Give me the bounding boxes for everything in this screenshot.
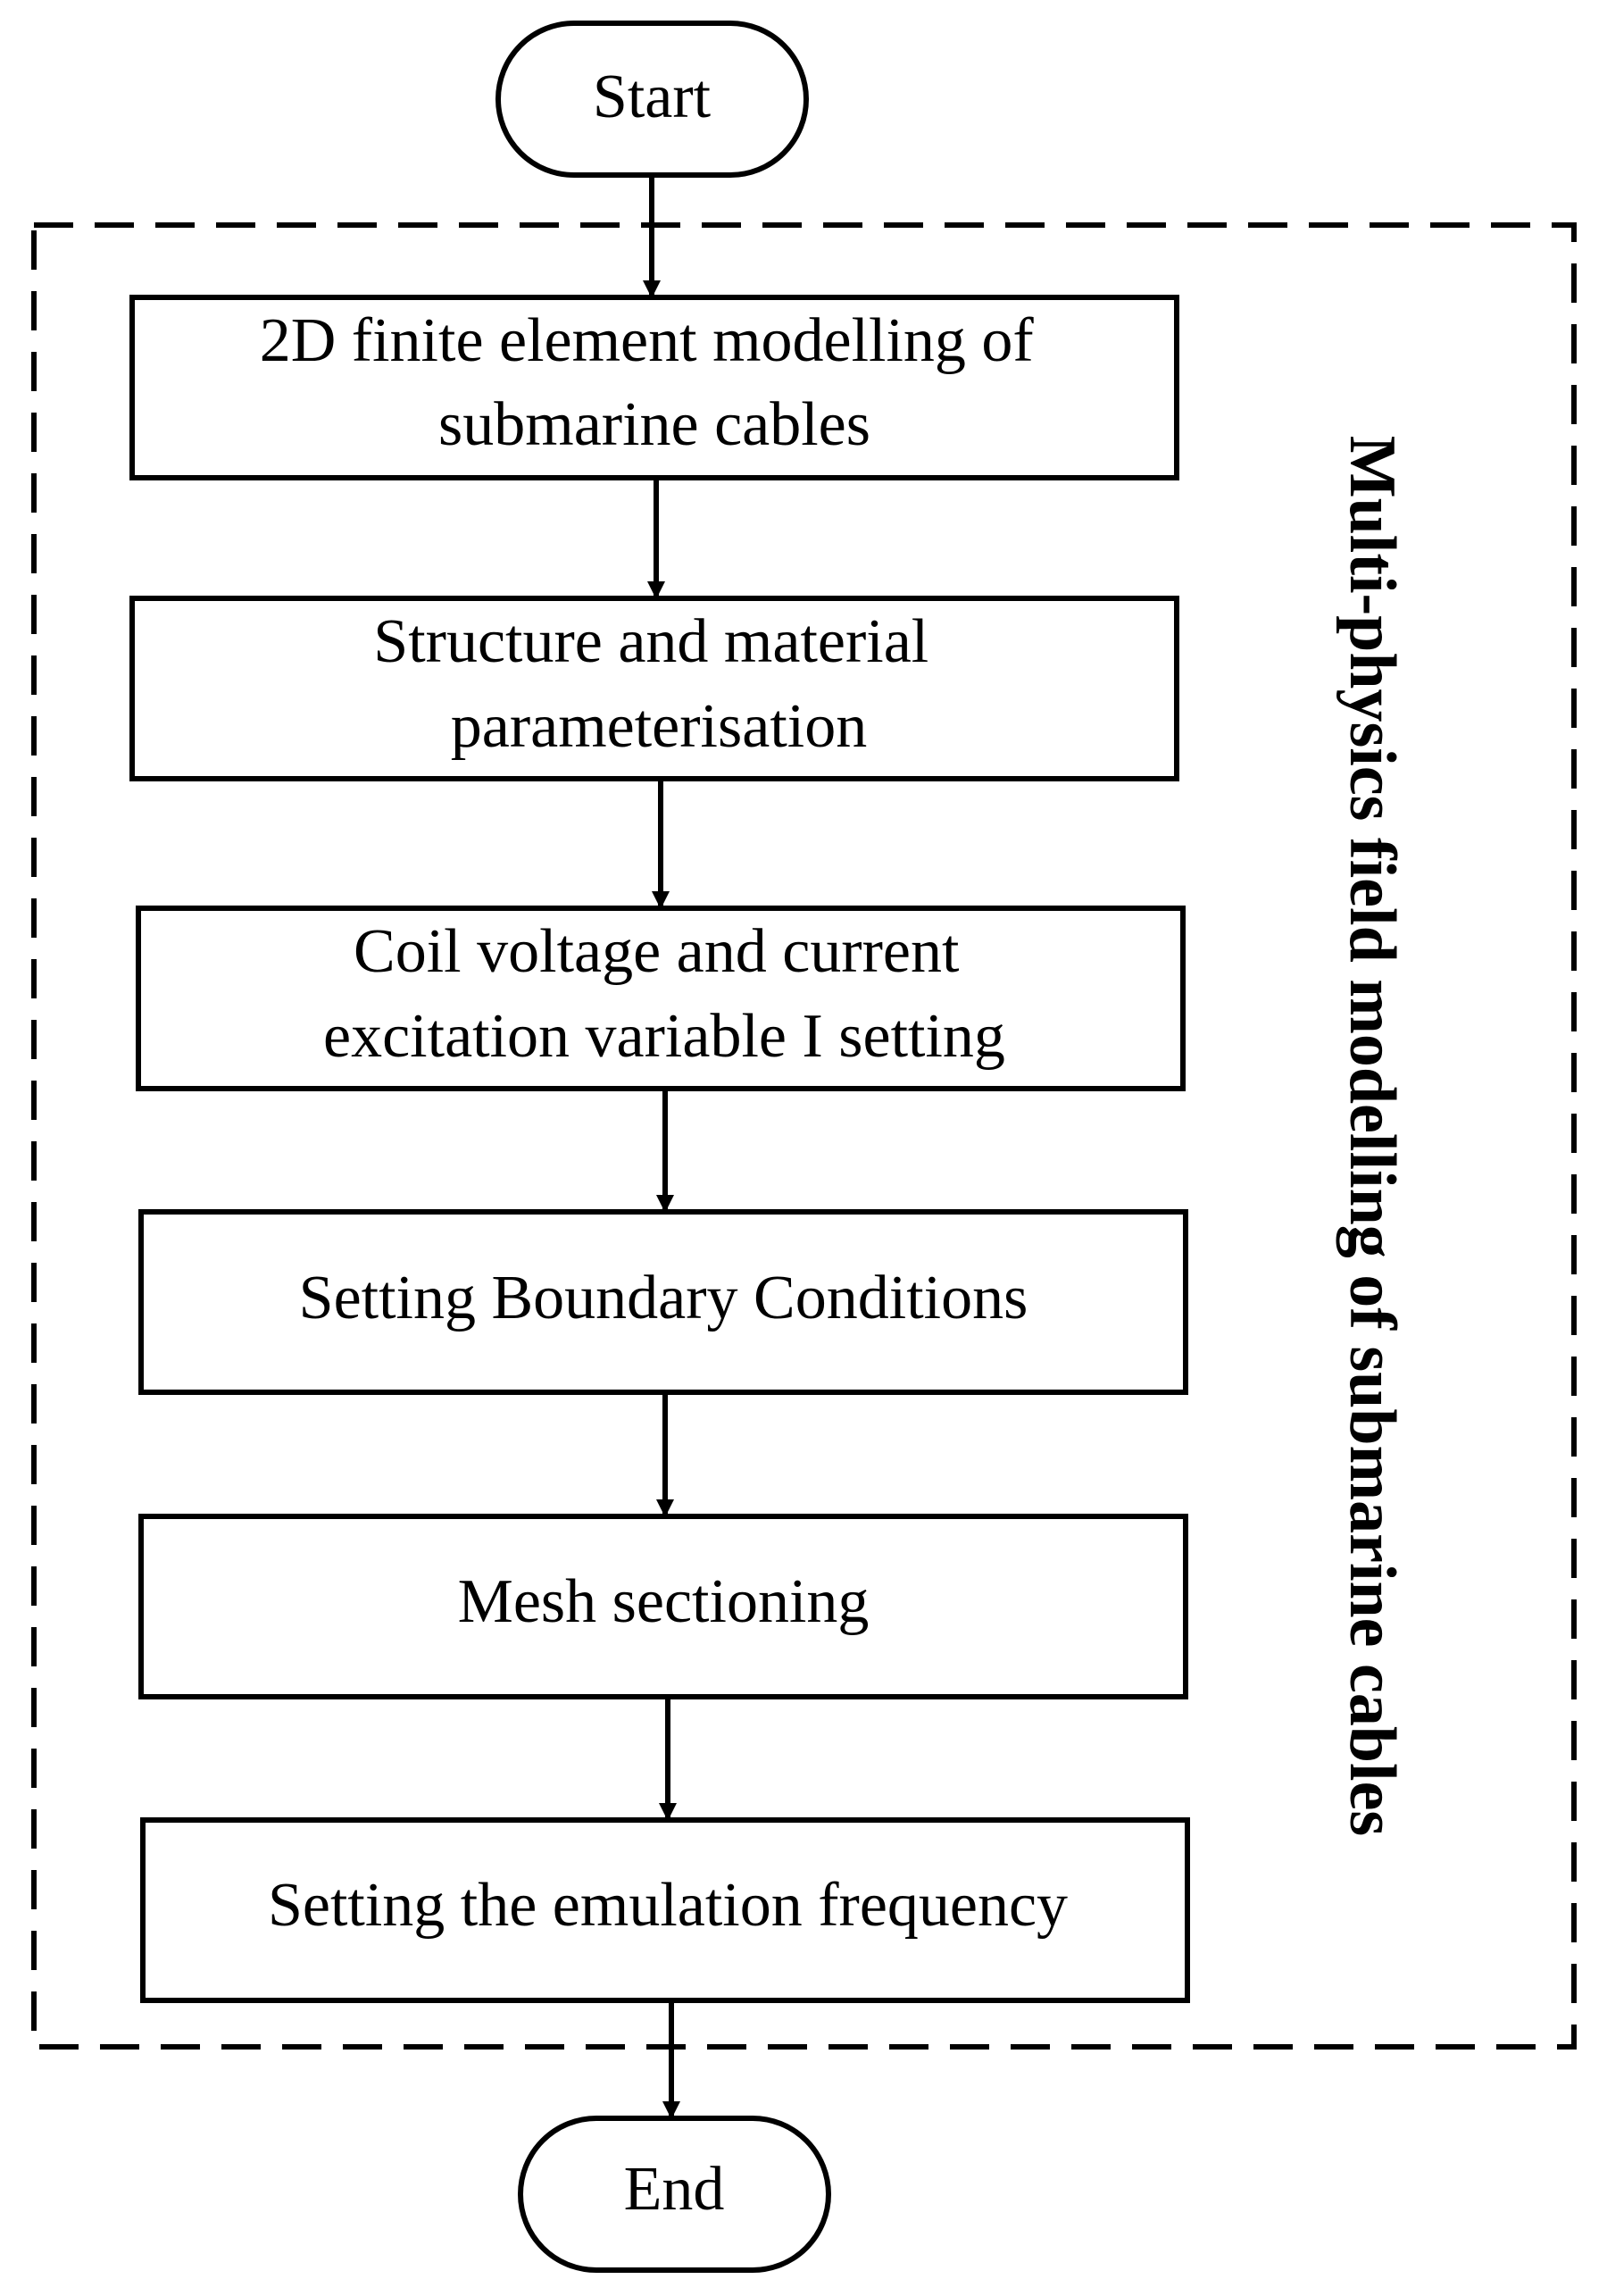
start-node: Start (495, 21, 809, 178)
step-5: Mesh sectioning (138, 1514, 1188, 1699)
group-boundary (31, 222, 1577, 2050)
svg-text:2D finite element modelling of: 2D finite element modelling of submarine… (260, 306, 1050, 459)
step-5-line-1: Mesh sectioning (458, 1567, 870, 1636)
svg-text:Structure and material p: Structure and material parameterisation (373, 607, 944, 761)
step-3-line-1: Coil voltage and current (354, 917, 960, 986)
step-6-line-1: Setting the emulation frequency (268, 1871, 1068, 1940)
step-4: Setting Boundary Conditions (138, 1209, 1188, 1395)
step-4-line-1: Setting Boundary Conditions (299, 1264, 1028, 1332)
step-2: Structure and material parameterisation (129, 596, 1179, 781)
svg-text:Coil voltage and current: Coil voltage and current excitation vari… (323, 917, 1005, 1071)
group-label: Multi-physics field modelling of submari… (1336, 436, 1409, 1836)
connectors (643, 175, 680, 2119)
step-1-line-2: submarine cables (438, 390, 870, 459)
step-3-line-2: excitation variable I setting (323, 1002, 1005, 1071)
step-1: 2D finite element modelling of submarine… (129, 295, 1179, 480)
step-2-line-1: Structure and material (373, 607, 928, 676)
end-label: End (624, 2155, 725, 2224)
step-3: Coil voltage and current excitation vari… (136, 906, 1186, 1091)
step-2-line-2: parameterisation (451, 692, 867, 761)
start-label: Start (593, 63, 712, 131)
end-node: End (518, 2116, 831, 2273)
step-6: Setting the emulation frequency (140, 1817, 1190, 2003)
step-1-line-1: 2D finite element modelling of (260, 306, 1035, 375)
